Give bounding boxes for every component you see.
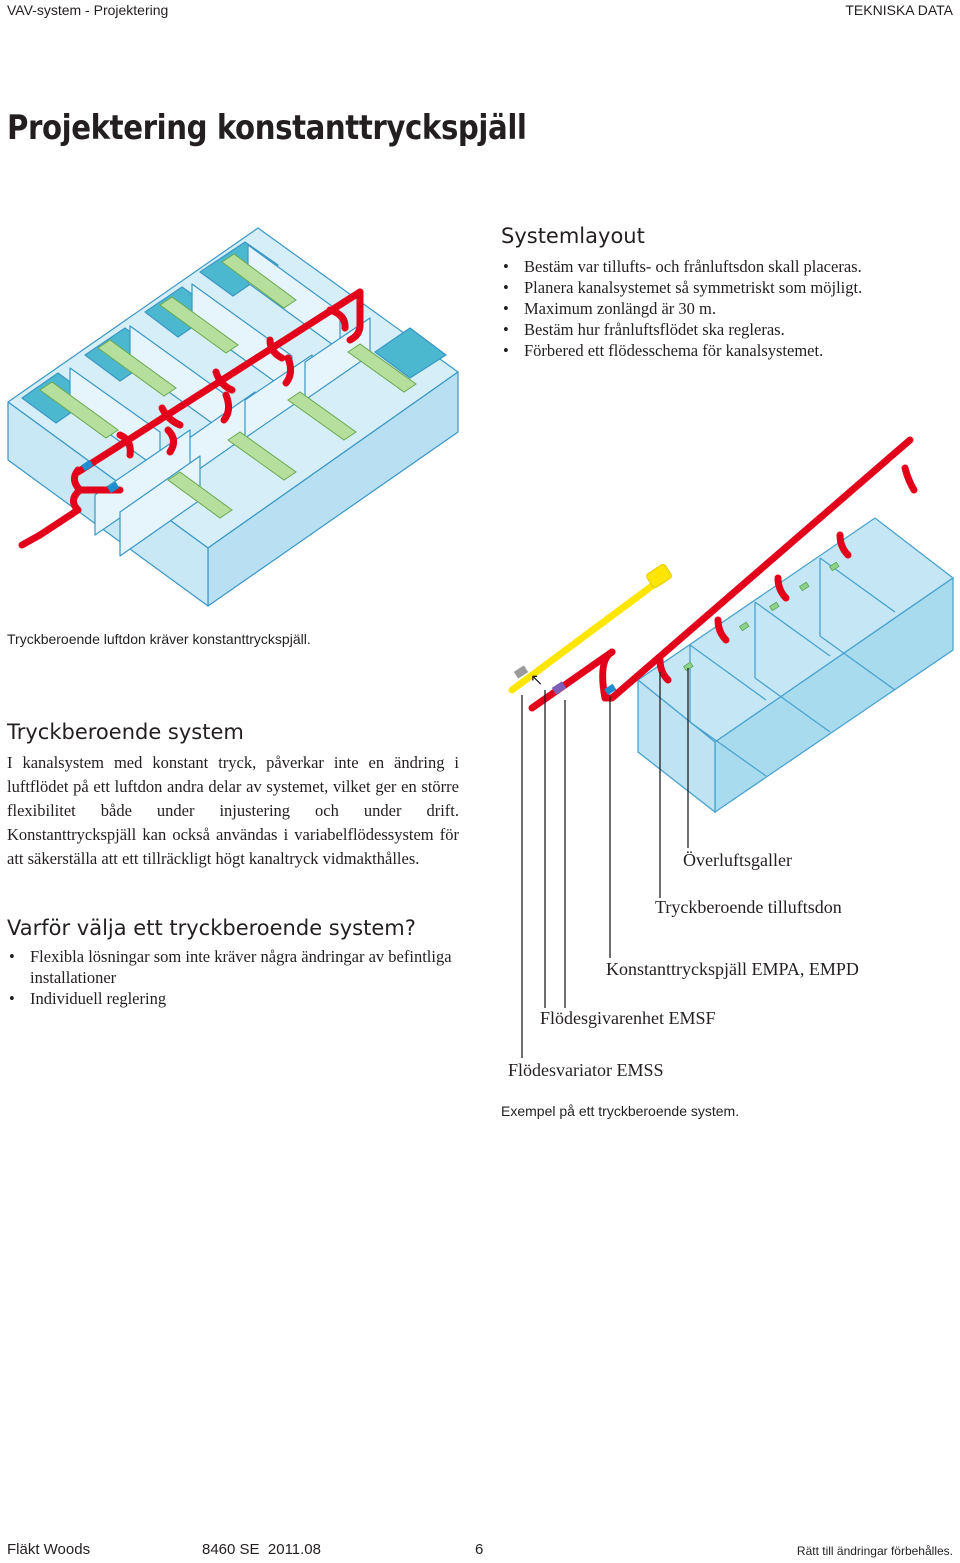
label-konstanttryckspjall: Konstanttryckspjäll EMPA, EMPD bbox=[606, 959, 859, 979]
label-flodesgivarenhet: Flödesgivarenhet EMSF bbox=[540, 1008, 716, 1028]
label-tilluftsdon: Tryckberoende tilluftsdon bbox=[655, 897, 842, 917]
header-doc-type: TEKNISKA DATA bbox=[845, 2, 953, 18]
varfor-heading: Varför välja ett tryckberoende system? bbox=[7, 916, 416, 940]
figure2-caption: Exempel på ett tryckberoende system. bbox=[501, 1103, 740, 1119]
footer-note: Rätt till ändringar förbehålles. bbox=[796, 1544, 953, 1558]
header-section-title: VAV-system - Projektering bbox=[7, 2, 169, 18]
list-item: Individuell reglering bbox=[7, 988, 457, 1009]
footer-doc-code: 8460 SE 2011.08 bbox=[202, 1541, 321, 1558]
pressure-system-illustration: ↖ bbox=[508, 436, 955, 1058]
list-item: Bestäm var tillufts- och frånluftsdon sk… bbox=[501, 256, 951, 277]
tryckberoende-heading: Tryckberoende system bbox=[7, 720, 244, 744]
footer-brand: Fläkt Woods bbox=[7, 1541, 91, 1558]
svg-text:↖: ↖ bbox=[530, 672, 543, 689]
label-overluftsgaller: Överluftsgaller bbox=[683, 850, 792, 870]
systemlayout-list: Bestäm var tillufts- och frånluftsdon sk… bbox=[501, 256, 951, 361]
list-item: Flexibla lösningar som inte kräver några… bbox=[7, 946, 457, 988]
figure1-caption: Tryckberoende luftdon kräver konstanttry… bbox=[7, 631, 311, 647]
page-number: 6 bbox=[475, 1541, 484, 1558]
systemlayout-heading: Systemlayout bbox=[501, 224, 645, 248]
list-item: Förbered ett flödesschema för kanalsyste… bbox=[501, 340, 951, 361]
list-item: Maximum zonlängd är 30 m. bbox=[501, 298, 951, 319]
list-item: Bestäm hur frånluftsflödet ska regleras. bbox=[501, 319, 951, 340]
page-title: Projektering konstanttryckspjäll bbox=[7, 108, 527, 148]
tryckberoende-body: I kanalsystem med konstant tryck, påverk… bbox=[7, 753, 459, 868]
list-item: Planera kanalsystemet så symmetriskt som… bbox=[501, 277, 951, 298]
office-layout-illustration bbox=[7, 227, 459, 607]
label-flodesvariator: Flödesvariator EMSS bbox=[508, 1060, 664, 1080]
varfor-list: Flexibla lösningar som inte kräver några… bbox=[7, 946, 457, 1009]
